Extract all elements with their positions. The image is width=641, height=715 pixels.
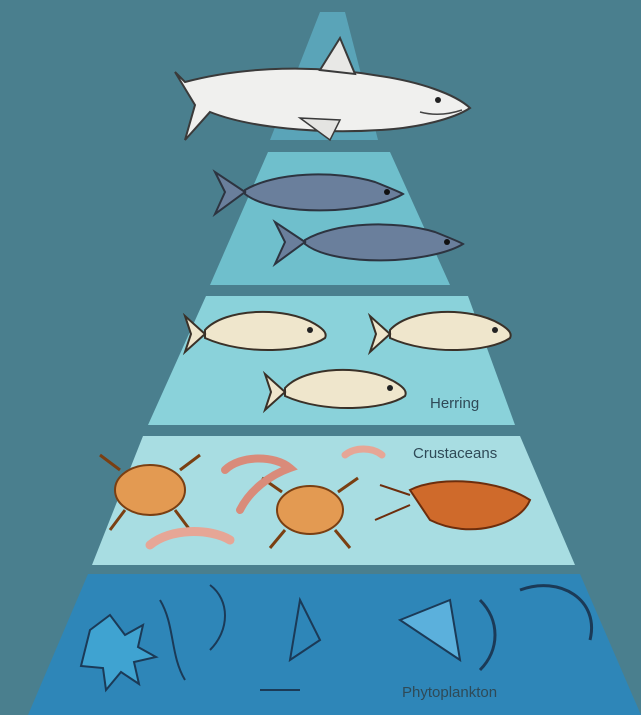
label-phytoplankton: Phytoplankton bbox=[402, 684, 497, 701]
tier-2-tuna bbox=[210, 152, 450, 285]
label-crustaceans: Crustaceans bbox=[413, 445, 497, 462]
label-herring: Herring bbox=[430, 395, 479, 412]
